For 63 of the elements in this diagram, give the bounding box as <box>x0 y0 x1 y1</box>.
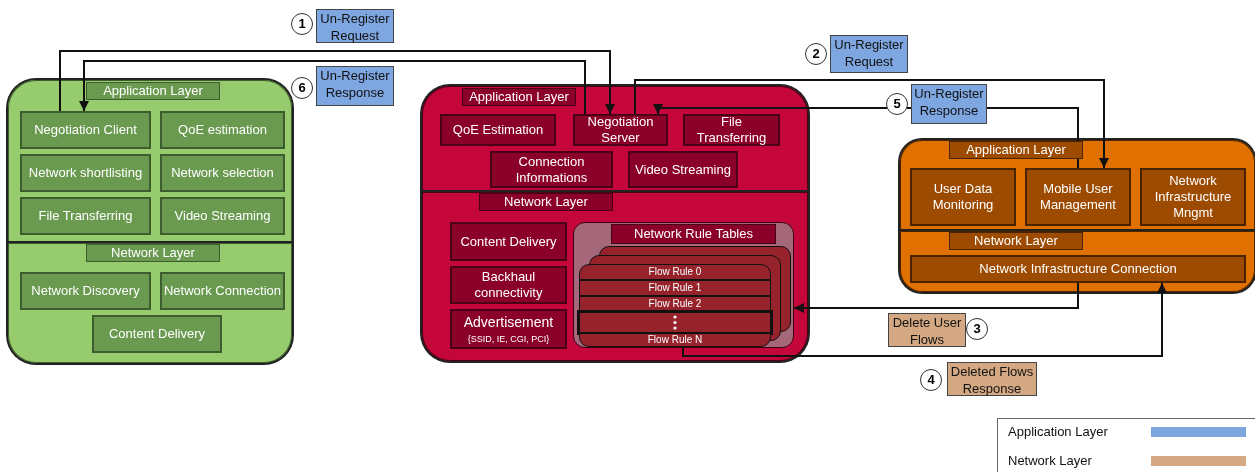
section-header: Network Layer <box>86 244 220 262</box>
module-title: Advertisement <box>463 312 554 332</box>
edge-label: Deleted Flows Response <box>947 362 1037 396</box>
module-note: {SSID, IE, CGI, PCI} <box>467 332 550 346</box>
layer-section <box>8 243 292 363</box>
edge-label: Un-Register Request <box>830 35 908 73</box>
module-box: Network Discovery <box>20 272 151 310</box>
module-box: File Transferring <box>683 114 780 146</box>
section-header: Network Rule Tables <box>611 224 776 244</box>
layer-section <box>422 86 808 192</box>
layer-section <box>900 231 1255 292</box>
section-header: Network Layer <box>949 232 1083 250</box>
module-box: Video Streaming <box>628 151 738 188</box>
module-box: Network Infrastructure Connection <box>910 255 1246 283</box>
module-box: Network shortlisting <box>20 154 151 192</box>
edge-label: Un-Register Response <box>316 66 394 106</box>
table-row: Flow Rule 1 <box>579 280 771 296</box>
connector-arrow <box>793 282 1079 313</box>
module-box: User Data Monitoring <box>910 168 1016 226</box>
section-header: Network Layer <box>479 193 613 211</box>
connector-arrow <box>79 60 586 115</box>
step-number: 1 <box>291 13 313 35</box>
device-panel <box>8 80 292 363</box>
legend-text: Network Layer <box>1008 453 1092 468</box>
device-panel <box>422 86 808 361</box>
rule-table-panel <box>573 222 794 348</box>
module-box: QoE estimation <box>160 111 285 149</box>
step-number: 6 <box>291 77 313 99</box>
module-box: Video Streaming <box>160 197 285 235</box>
legend-text: Application Layer <box>1008 424 1108 439</box>
connector-arrow <box>634 79 1109 169</box>
device-panel <box>900 140 1255 292</box>
module-box: Network Connection <box>160 272 285 310</box>
module-box: QoE Estimation <box>440 114 556 146</box>
module-box: Negotiation Server <box>573 114 668 146</box>
module-box: Content Delivery <box>450 222 567 261</box>
module-box: File Transferring <box>20 197 151 235</box>
table-row: Flow Rule 0 <box>579 264 771 280</box>
module-box: Backhaul connectivity <box>450 266 567 304</box>
step-number: 2 <box>805 43 827 65</box>
section-header: Application Layer <box>949 141 1083 159</box>
edge-label: Delete User Flows <box>888 313 966 347</box>
connector-arrow <box>682 282 1167 357</box>
edge-label: Un-Register Request <box>316 9 394 43</box>
layer-section <box>900 140 1255 231</box>
module-box: Negotiation Client <box>20 111 151 149</box>
edge-label: Un-Register Response <box>911 84 987 124</box>
module-box: Network Infrastructure Mngmt <box>1140 168 1246 226</box>
section-header: Application Layer <box>86 82 220 100</box>
module-box: Content Delivery <box>92 315 222 353</box>
step-number: 4 <box>920 369 942 391</box>
section-header: Application Layer <box>462 88 576 106</box>
layer-section <box>422 192 808 361</box>
table-row: Flow Rule N <box>579 333 771 347</box>
module-box <box>450 309 567 349</box>
module-box: Mobile User Management <box>1025 168 1131 226</box>
step-number: 5 <box>886 93 908 115</box>
table-row <box>579 312 771 333</box>
step-number: 3 <box>966 318 988 340</box>
module-box: Connection Informations <box>490 151 613 188</box>
module-box: Network selection <box>160 154 285 192</box>
layer-section <box>8 80 292 243</box>
connector-arrow <box>59 50 615 115</box>
